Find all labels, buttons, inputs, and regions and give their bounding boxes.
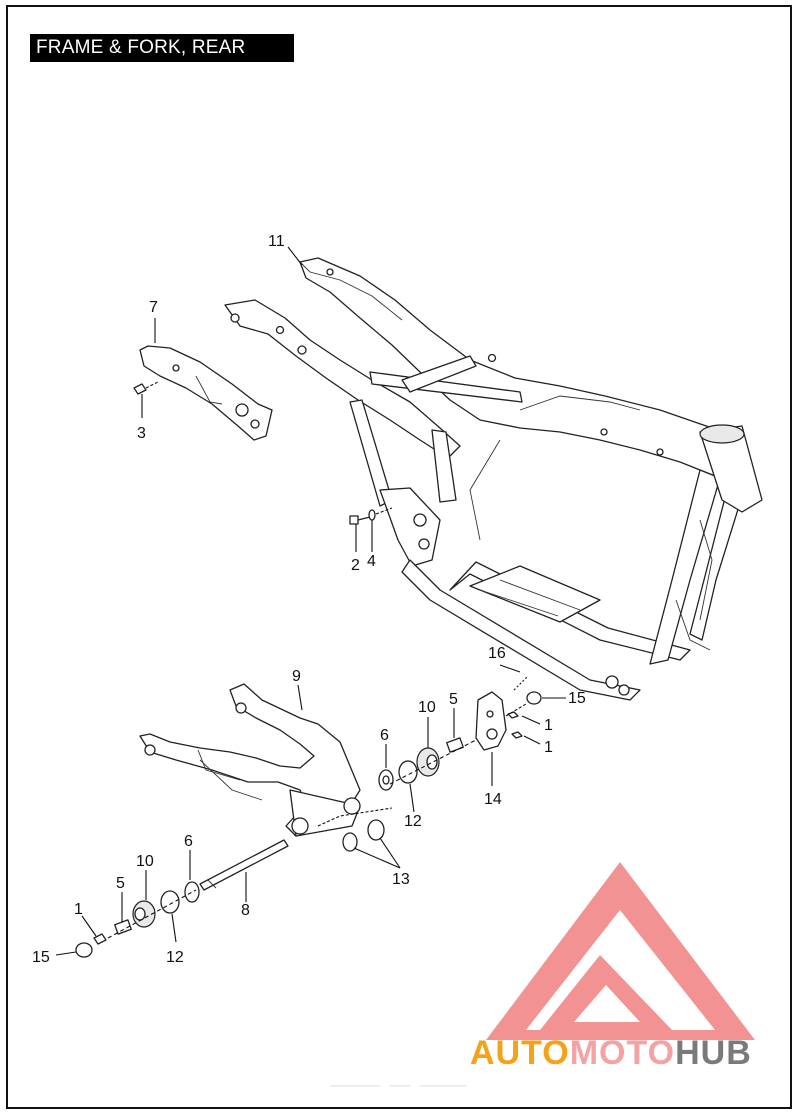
- callout-12-right: 12: [404, 813, 422, 830]
- right-pivot-assembly: [378, 675, 542, 791]
- watermark-hub: HUB: [675, 1034, 752, 1072]
- callout-1-lower: 1: [544, 739, 553, 756]
- bushings-13: [317, 807, 393, 852]
- page-border: [6, 5, 792, 1109]
- footer-faint-marks: [330, 1085, 466, 1087]
- screw-3: [133, 381, 159, 395]
- callout-14: 14: [484, 791, 502, 808]
- callout-13: 13: [392, 871, 410, 888]
- main-frame: [224, 257, 763, 701]
- callout-1-upper: 1: [544, 717, 553, 734]
- callout-2: 2: [351, 557, 360, 574]
- callout-10-left: 10: [136, 853, 154, 870]
- watermark-moto: MOTO: [569, 1034, 676, 1072]
- callout-6-right: 6: [380, 727, 389, 744]
- callout-8: 8: [241, 902, 250, 919]
- left-pivot-assembly: [75, 881, 200, 958]
- bolt-washer-2-4: [349, 507, 393, 525]
- callout-6-left: 6: [184, 833, 193, 850]
- swingarm: [139, 683, 361, 837]
- callout-5-right: 5: [449, 691, 458, 708]
- callout-7: 7: [149, 299, 158, 316]
- callout-5-left: 5: [116, 875, 125, 892]
- callout-10-right: 10: [418, 699, 436, 716]
- pivot-shaft: [199, 839, 289, 891]
- callout-9: 9: [292, 668, 301, 685]
- callout-3: 3: [137, 425, 146, 442]
- callout-11: 11: [268, 233, 285, 250]
- callout-4: 4: [367, 553, 376, 570]
- callout-15-left: 15: [32, 949, 50, 966]
- callout-12-left: 12: [166, 949, 184, 966]
- page-title: FRAME & FORK, REAR: [30, 34, 294, 62]
- callout-15-right: 15: [568, 690, 586, 707]
- watermark-text: AUTOMOTOHUB: [470, 1034, 752, 1073]
- leader-lines: [55, 246, 566, 956]
- frame-side-cover: [139, 345, 273, 441]
- callout-labels: 11 7 3 2 4 9 16 15 10 5 6 1 1 14 12 13 6…: [32, 233, 586, 966]
- callout-1-left: 1: [74, 901, 83, 918]
- callout-16: 16: [488, 645, 506, 662]
- watermark-auto: AUTO: [470, 1034, 570, 1072]
- watermark-logo-icon: [486, 862, 755, 1040]
